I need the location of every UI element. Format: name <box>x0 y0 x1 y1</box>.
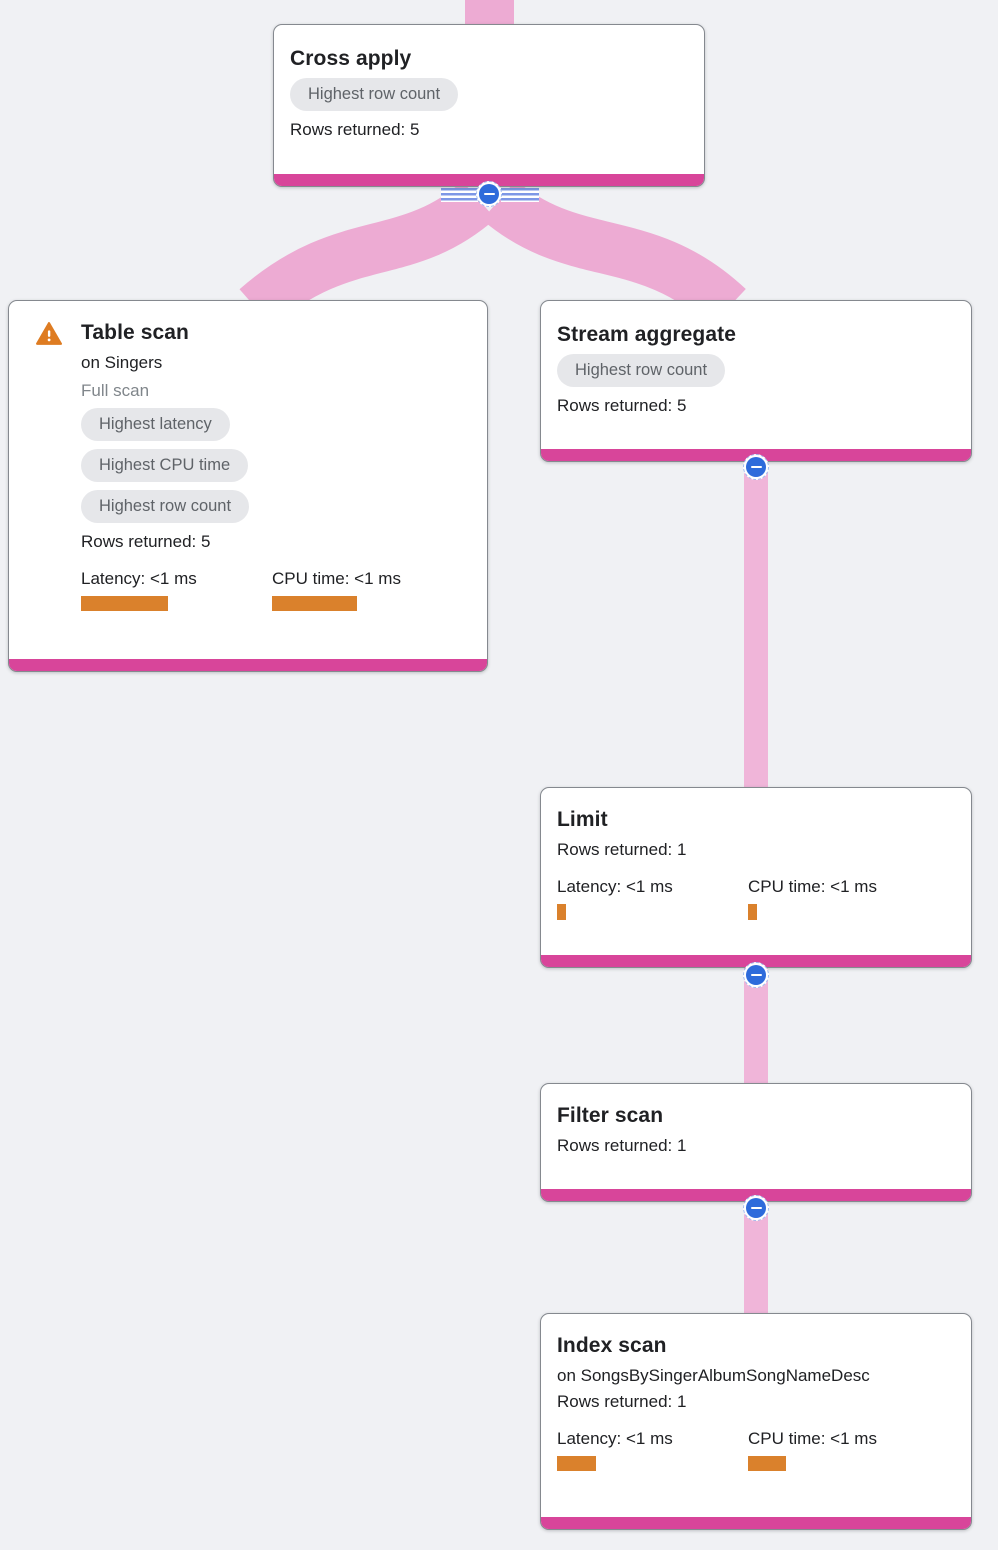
latency-metric: Latency: <1 ms <box>557 876 748 920</box>
cpu-metric: CPU time: <1 ms <box>748 1428 939 1471</box>
node-filter-scan[interactable]: Filter scan Rows returned: 1 <box>540 1083 972 1202</box>
metrics-row: Latency: <1 ms CPU time: <1 ms <box>557 1428 955 1471</box>
cpu-metric: CPU time: <1 ms <box>272 568 463 611</box>
node-limit[interactable]: Limit Rows returned: 1 Latency: <1 ms CP… <box>540 787 972 968</box>
node-subtitle: on Singers <box>81 353 163 372</box>
cpu-label: CPU time: <1 ms <box>748 877 877 896</box>
node-stream-aggregate[interactable]: Stream aggregate Highest row count Rows … <box>540 300 972 462</box>
row-stripes-icon <box>501 188 539 202</box>
node-accent-bar <box>9 659 487 671</box>
cpu-metric: CPU time: <1 ms <box>748 876 939 920</box>
latency-bar <box>81 596 168 611</box>
latency-label: Latency: <1 ms <box>557 877 673 896</box>
edge-stream-aggregate-to-limit <box>744 458 768 792</box>
badge-list: Highest row count <box>290 78 688 111</box>
latency-label: Latency: <1 ms <box>557 1429 673 1448</box>
node-subtitle: on SongsBySingerAlbumSongNameDesc <box>557 1366 870 1385</box>
node-table-scan[interactable]: Table scan on Singers Full scan Highest … <box>8 300 488 672</box>
row-stripes-icon <box>441 188 478 202</box>
rows-returned: Rows returned: 5 <box>290 120 420 139</box>
minus-circle-icon <box>746 457 766 477</box>
latency-bar <box>557 1456 596 1471</box>
collapse-button-limit[interactable] <box>743 962 769 988</box>
badge: Highest row count <box>557 354 726 387</box>
cpu-label: CPU time: <1 ms <box>748 1429 877 1448</box>
edge-cross-apply-to-stream-aggregate <box>482 179 746 328</box>
latency-label: Latency: <1 ms <box>81 569 197 588</box>
node-title: Limit <box>557 808 608 831</box>
collapse-button-filter-scan[interactable] <box>743 1195 769 1221</box>
collapse-button-cross-apply[interactable] <box>476 181 502 207</box>
edge-cross-apply-to-table-scan <box>239 180 496 328</box>
node-accent-bar <box>541 955 971 967</box>
metrics-row: Latency: <1 ms CPU time: <1 ms <box>557 876 955 920</box>
node-cross-apply[interactable]: Cross apply Highest row count Rows retur… <box>273 24 705 187</box>
node-title: Filter scan <box>557 1104 664 1127</box>
node-index-scan[interactable]: Index scan on SongsBySingerAlbumSongName… <box>540 1313 972 1530</box>
node-accent-bar <box>274 174 704 186</box>
node-title: Table scan <box>81 321 189 344</box>
badge: Highest row count <box>290 78 459 111</box>
minus-circle-icon <box>746 965 766 985</box>
cpu-bar <box>748 1456 786 1471</box>
cpu-bar <box>748 904 757 920</box>
metrics-row: Latency: <1 ms CPU time: <1 ms <box>81 568 471 611</box>
badge: Highest latency <box>81 408 230 441</box>
node-note: Full scan <box>81 381 150 400</box>
collapse-button-stream-aggregate[interactable] <box>743 454 769 480</box>
minus-circle-icon <box>746 1198 766 1218</box>
badge-list: Highest latency Highest CPU time Highest… <box>81 408 471 523</box>
warning-icon <box>36 322 62 346</box>
rows-returned: Rows returned: 1 <box>557 1392 687 1411</box>
latency-metric: Latency: <1 ms <box>557 1428 748 1471</box>
badge: Highest row count <box>81 490 250 523</box>
rows-returned: Rows returned: 1 <box>557 840 687 859</box>
cpu-bar <box>272 596 357 611</box>
cpu-label: CPU time: <1 ms <box>272 569 401 588</box>
node-title: Cross apply <box>290 47 412 70</box>
latency-bar <box>557 904 566 920</box>
badge-list: Highest row count <box>557 354 955 387</box>
node-accent-bar <box>541 1517 971 1529</box>
rows-returned: Rows returned: 5 <box>81 532 211 551</box>
node-title: Stream aggregate <box>557 323 737 346</box>
badge: Highest CPU time <box>81 449 249 482</box>
minus-circle-icon <box>479 184 499 204</box>
node-title: Index scan <box>557 1334 667 1357</box>
edge-into-cross-apply <box>465 0 514 27</box>
rows-returned: Rows returned: 5 <box>557 396 687 415</box>
latency-metric: Latency: <1 ms <box>81 568 272 611</box>
rows-returned: Rows returned: 1 <box>557 1136 687 1155</box>
